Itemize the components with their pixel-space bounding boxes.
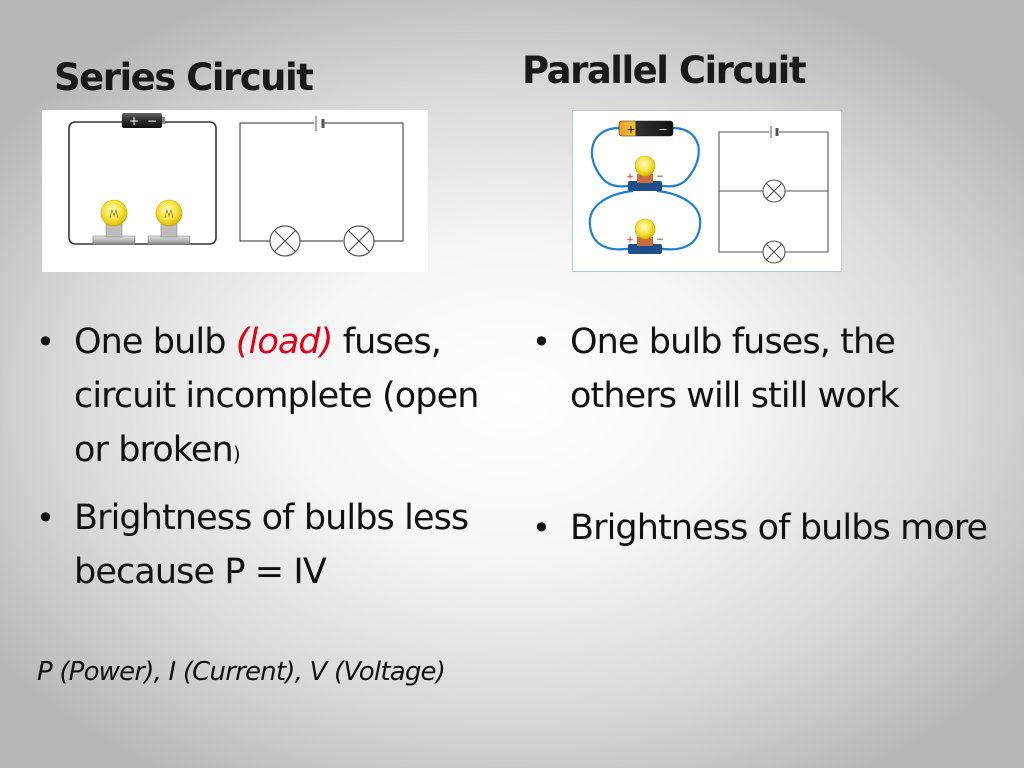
bullet-text: Brightness of bulbs more: [570, 508, 988, 548]
light-bulb-icon: + −: [626, 155, 664, 191]
series-circuit-heading: Series Circuit: [54, 56, 314, 99]
holder-plus-label: +: [626, 235, 634, 245]
holder-minus-label: −: [656, 172, 664, 182]
series-circuit-diagram: + −: [42, 110, 428, 272]
battery-minus-label: −: [147, 114, 157, 128]
parallel-wire-loops: [588, 126, 702, 251]
bullet-text: fuses, circuit incomplete (open or broke…: [74, 322, 479, 470]
series-circuit-svg: + −: [68, 113, 404, 257]
battery-minus-label: −: [658, 123, 667, 136]
lamp-symbol-icon: [343, 225, 375, 257]
bullet-closing-paren: ): [232, 442, 241, 466]
bullet-text: One bulb: [74, 322, 236, 362]
parallel-circuit-heading: Parallel Circuit: [522, 49, 807, 92]
lamp-symbol-icon: [762, 179, 786, 203]
battery-icon: + −: [618, 120, 674, 137]
light-bulb-icon: [92, 199, 136, 245]
parallel-circuit-svg: + − + − + −: [588, 120, 829, 264]
series-bullet-fuse: One bulb (load) fuses, circuit incomplet…: [36, 315, 496, 481]
parallel-circuit-diagram: + − + − + −: [572, 110, 842, 272]
bullet-text: Brightness of bulbs less because P = IV: [74, 498, 469, 592]
load-highlight: (load): [235, 322, 334, 362]
light-bulb-icon: [147, 199, 191, 245]
battery-plus-label: +: [129, 114, 139, 128]
parallel-schematic: [718, 126, 829, 253]
parallel-bullet-brightness: Brightness of bulbs more: [532, 501, 992, 555]
holder-plus-label: +: [626, 172, 634, 182]
series-wire-loop: [68, 121, 217, 245]
formula-footnote: P (Power), I (Current), V (Voltage): [37, 657, 446, 687]
parallel-bullet-list: One bulb fuses, the others will still wo…: [532, 315, 992, 555]
series-schematic: [239, 116, 404, 242]
battery-plus-label: +: [626, 123, 635, 136]
parallel-bullet-fuse: One bulb fuses, the others will still wo…: [532, 315, 992, 423]
holder-minus-label: −: [656, 235, 664, 245]
lamp-symbol-icon: [269, 225, 301, 257]
light-bulb-icon: + −: [626, 218, 664, 254]
series-bullet-list: One bulb (load) fuses, circuit incomplet…: [36, 315, 496, 599]
lamp-symbol-icon: [762, 240, 786, 264]
bullet-text: One bulb fuses, the others will still wo…: [570, 322, 900, 416]
battery-icon: + −: [122, 113, 165, 128]
series-bullet-brightness: Brightness of bulbs less because P = IV: [36, 491, 496, 599]
